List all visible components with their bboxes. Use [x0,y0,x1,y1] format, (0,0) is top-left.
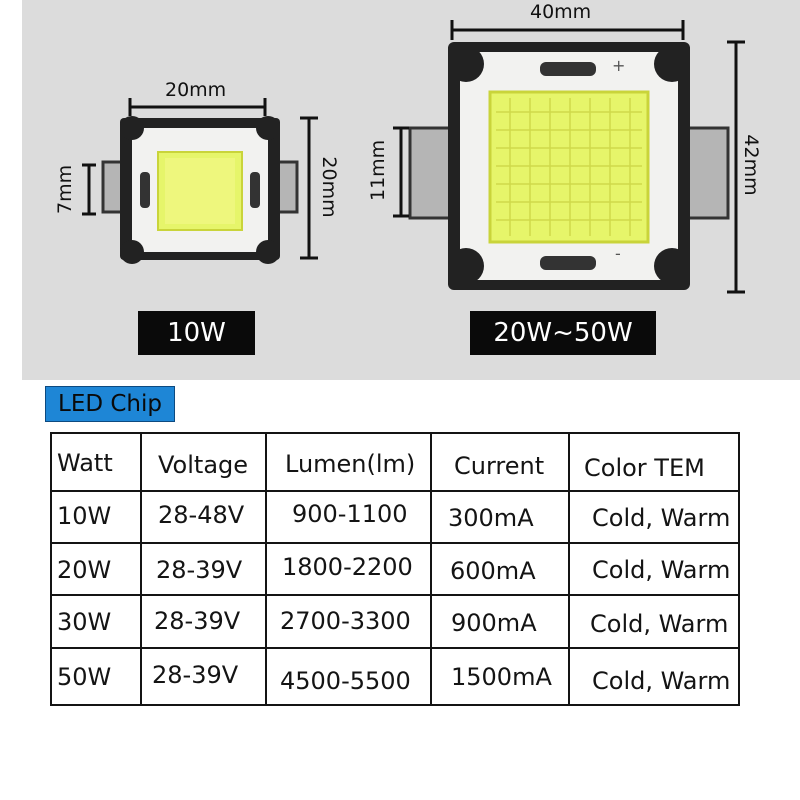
table-cell: 28-48V [158,501,245,529]
plus-mark: + [612,56,626,75]
table-rule [50,432,52,706]
small-chip-watt-label: 10W [138,311,255,355]
table-cell: 28-39V [154,607,241,635]
large-chip-dimension-lines [393,20,745,294]
small-chip-notch [256,240,280,264]
table-header: Color TEM [584,454,705,482]
small-chip-notch [120,116,144,140]
table-rule [50,594,740,596]
section-label: LED Chip [45,386,175,422]
table-rule [50,647,740,649]
small-chip-width-label: 20mm [165,79,227,101]
table-cell: 1500mA [451,663,552,691]
large-chip-side-label: 11mm [367,139,389,201]
small-chip-height-label: 20mm [318,156,340,218]
chip-illustration [82,20,745,294]
table-cell: 10W [57,502,112,530]
large-chip-notch [654,46,690,82]
large-chip-slot [540,256,596,270]
large-led-chip [408,42,730,290]
table-header: Voltage [158,451,249,479]
table-cell: 30W [57,608,112,636]
table-cell: 900-1100 [292,500,408,528]
table-header: Current [454,452,545,480]
table-cell: Cold, Warm [592,556,731,584]
small-chip-dimension-lines [82,98,318,260]
table-cell: 28-39V [156,556,243,584]
small-led-chip [101,116,299,264]
table-cell: 2700-3300 [280,607,411,635]
table-cell: 900mA [451,609,537,637]
small-chip-slot [140,172,150,208]
large-chip-die-grid [496,98,642,236]
table-cell: Cold, Warm [592,504,731,532]
small-chip-slot [250,172,260,208]
large-chip-height-label: 42mm [740,134,762,196]
large-chip-notch [448,248,484,284]
table-cell: Cold, Warm [590,610,729,638]
table-rule [50,490,740,492]
table-rule [568,432,570,706]
large-chip-width-label: 40mm [530,1,592,23]
table-cell: 1800-2200 [282,553,413,581]
table-rule [50,432,740,434]
large-chip-phosphor [488,90,650,244]
table-cell: 20W [57,556,112,584]
large-chip-watt-label: 20W~50W [470,311,656,355]
table-rule [430,432,432,706]
minus-mark: - [615,244,621,263]
small-chip-notch [120,240,144,264]
table-cell: Cold, Warm [592,667,731,695]
table-cell: 300mA [448,504,534,532]
small-chip-side-label: 7mm [54,164,76,214]
table-rule [265,432,267,706]
table-cell: 4500-5500 [280,667,411,695]
table-rule [140,432,142,706]
table-cell: 600mA [450,557,536,585]
large-chip-notch [448,46,484,82]
small-chip-phosphor-core [165,158,235,224]
table-cell: 50W [57,663,112,691]
table-rule [50,704,740,706]
table-cell: 28-39V [152,661,239,689]
table-header: Lumen(lm) [285,450,416,478]
table-header: Watt [57,449,113,477]
small-chip-notch [256,116,280,140]
large-chip-slot [540,62,596,76]
table-rule [50,542,740,544]
large-chip-notch [654,248,690,284]
table-rule [738,432,740,706]
